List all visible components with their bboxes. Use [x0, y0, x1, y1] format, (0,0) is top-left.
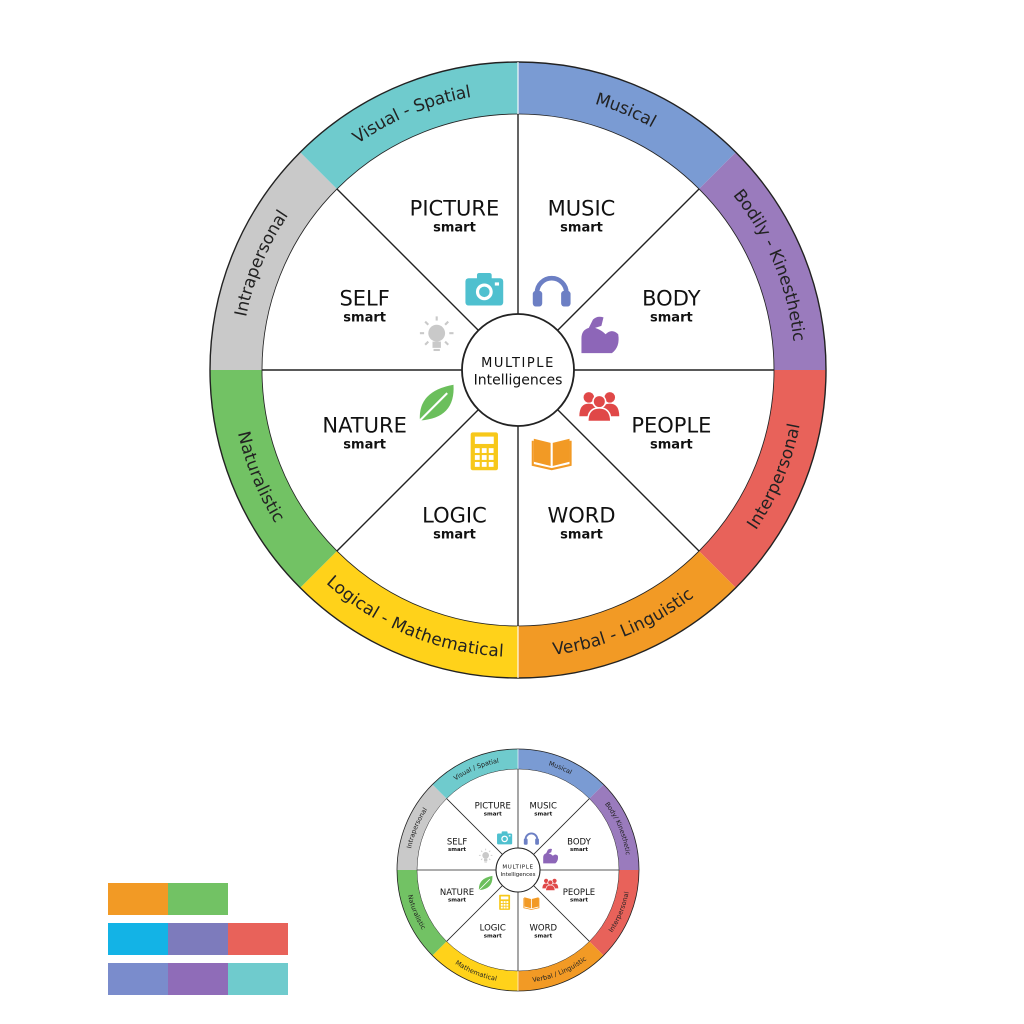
- small-divider: [446, 885, 503, 942]
- main-segment-title-visual: PICTURE: [410, 197, 500, 221]
- small-segment-sub-interpersonal: smart: [570, 898, 588, 904]
- palette-swatch: [168, 963, 228, 995]
- people-group-icon: [579, 392, 620, 423]
- headphones-icon: [532, 275, 571, 307]
- small-segment-sub-visual: smart: [484, 811, 502, 817]
- main-segment-sub-bodily: smart: [650, 310, 693, 325]
- small-ring-segment-musical: [518, 749, 604, 799]
- calculator-icon: [470, 432, 498, 471]
- main-center-circle: [461, 313, 575, 427]
- small-segment-sub-verbal: smart: [534, 933, 552, 939]
- small-ring-segment-logical: [432, 941, 518, 991]
- main-divider: [336, 188, 479, 331]
- main-divider: [557, 188, 700, 331]
- main-ring-segment-verbal: [518, 551, 736, 678]
- small-divider: [533, 798, 590, 855]
- small-segment-title-logical: LOGIC: [480, 924, 506, 934]
- people-group-icon: [542, 878, 559, 891]
- main-segment-sub-logical: smart: [433, 527, 476, 542]
- main-ring-segment-musical: [518, 62, 736, 189]
- palette-swatch: [108, 963, 168, 995]
- main-segment-title-interpersonal: PEOPLE: [631, 413, 711, 437]
- main-ring-segment-naturalistic: [210, 370, 337, 588]
- main-segment-title-musical: MUSIC: [548, 197, 616, 221]
- small-center-subtitle: Intelligences: [501, 872, 536, 878]
- palette-swatch: [168, 923, 228, 955]
- palette-swatch: [228, 923, 288, 955]
- small-segment-title-interpersonal: PEOPLE: [563, 888, 595, 898]
- main-segment-title-bodily: BODY: [642, 286, 701, 310]
- main-segment-sub-verbal: smart: [560, 527, 603, 542]
- small-ring-segment-bodily: [589, 784, 639, 870]
- small-divider: [533, 885, 590, 942]
- small-ring-segment-interpersonal: [589, 870, 639, 956]
- main-ring-segment-bodily: [699, 152, 826, 370]
- palette-swatch: [228, 963, 288, 995]
- headphones-icon: [523, 832, 539, 845]
- camera-icon: [497, 831, 513, 845]
- main-segment-title-intrapersonal: SELF: [339, 286, 389, 310]
- small-divider: [446, 798, 503, 855]
- small-ring-segment-intrapersonal: [397, 784, 447, 870]
- small-segment-sub-naturalistic: smart: [448, 898, 466, 904]
- small-center-title: MULTIPLE: [502, 865, 533, 871]
- small-ring-segment-verbal: [518, 941, 604, 991]
- palette-swatch: [108, 883, 168, 915]
- main-ring-segment-interpersonal: [699, 370, 826, 588]
- lightbulb-icon: [419, 316, 454, 352]
- flexed-arm-icon: [581, 316, 619, 354]
- lightbulb-icon: [478, 848, 493, 863]
- small-segment-title-naturalistic: NATURE: [440, 888, 474, 898]
- small-segment-sub-bodily: smart: [570, 847, 588, 853]
- small-segment-title-intrapersonal: SELF: [447, 837, 468, 847]
- small-ring-segment-visual: [432, 749, 518, 799]
- main-center-subtitle: Intelligences: [474, 373, 563, 389]
- main-ring-segment-logical: [300, 551, 518, 678]
- main-ring-segment-intrapersonal: [210, 152, 337, 370]
- main-segment-sub-visual: smart: [433, 221, 476, 236]
- palette-swatch: [108, 923, 168, 955]
- main-ring-segment-visual: [300, 62, 518, 189]
- main-divider: [557, 409, 700, 552]
- small-segment-title-visual: PICTURE: [475, 802, 511, 812]
- calculator-icon: [499, 894, 511, 910]
- main-segment-sub-intrapersonal: smart: [343, 310, 386, 325]
- main-center-title: MULTIPLE: [481, 356, 555, 371]
- camera-icon: [465, 272, 504, 306]
- palette-swatch: [168, 883, 228, 915]
- main-segment-title-verbal: WORD: [547, 503, 615, 527]
- main-divider: [336, 409, 479, 552]
- open-book-icon: [531, 438, 572, 471]
- main-segment-sub-naturalistic: smart: [343, 437, 386, 452]
- main-segment-sub-musical: smart: [560, 221, 603, 236]
- main-segment-title-logical: LOGIC: [422, 503, 487, 527]
- leaf-icon: [478, 875, 493, 891]
- small-center-circle: [495, 847, 541, 893]
- open-book-icon: [523, 897, 540, 910]
- small-segment-title-musical: MUSIC: [530, 802, 557, 812]
- main-segment-sub-interpersonal: smart: [650, 437, 693, 452]
- main-segment-title-naturalistic: NATURE: [322, 413, 407, 437]
- small-segment-sub-logical: smart: [484, 933, 502, 939]
- small-segment-sub-intrapersonal: smart: [448, 847, 466, 853]
- small-segment-title-verbal: WORD: [529, 924, 557, 934]
- small-ring-segment-naturalistic: [397, 870, 447, 956]
- flexed-arm-icon: [543, 848, 559, 864]
- leaf-icon: [419, 384, 454, 422]
- small-segment-sub-musical: smart: [534, 811, 552, 817]
- small-segment-title-bodily: BODY: [567, 837, 591, 847]
